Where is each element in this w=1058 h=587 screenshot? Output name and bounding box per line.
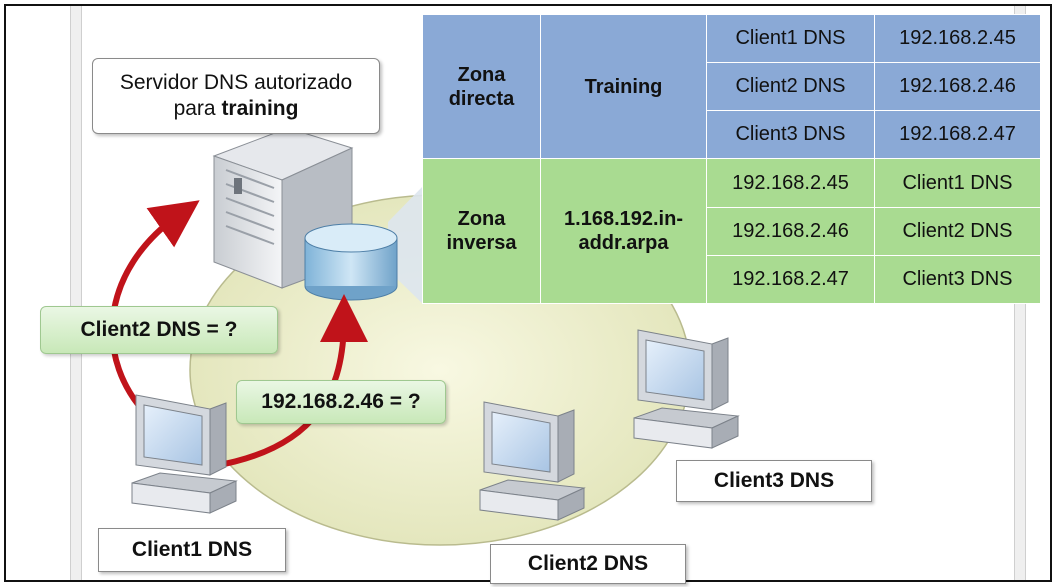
- client1-computer: [131, 394, 238, 514]
- record-value: Client2 DNS: [874, 206, 1041, 256]
- server-label-line1: Servidor DNS autorizado: [119, 71, 353, 94]
- server-label-domain: training: [221, 97, 299, 120]
- record-value: 192.168.2.45: [874, 13, 1041, 64]
- table-row: 192.168.2.46 Client2 DNS: [423, 206, 1041, 256]
- server-label: Servidor DNS autorizado para training: [92, 58, 380, 134]
- client2-label: Client2 DNS: [490, 544, 686, 584]
- reverse-query-bubble: 192.168.2.46 = ?: [236, 380, 446, 424]
- record-name: Client3 DNS: [706, 110, 875, 160]
- reverse-zone-name: 1.168.192.in-addr.arpa: [540, 158, 707, 304]
- table-row: Client3 DNS 192.168.2.47: [423, 110, 1041, 160]
- record-value: Client3 DNS: [874, 254, 1041, 305]
- client1-label: Client1 DNS: [98, 528, 286, 572]
- record-value: 192.168.2.46: [874, 62, 1041, 112]
- forward-zone-name: Training: [540, 13, 707, 160]
- forward-query-bubble: Client2 DNS = ?: [40, 306, 278, 354]
- server-tower: [212, 127, 354, 289]
- client2-computer: [479, 401, 586, 521]
- table-row: 192.168.2.47 Client3 DNS: [423, 254, 1041, 305]
- record-name: Client1 DNS: [706, 13, 875, 64]
- record-value: 192.168.2.47: [874, 110, 1041, 160]
- client3-label: Client3 DNS: [676, 460, 872, 502]
- server-label-prefix: para: [173, 97, 222, 120]
- record-name: 192.168.2.46: [706, 206, 875, 256]
- record-value: Client1 DNS: [874, 158, 1041, 208]
- table-row: Client2 DNS 192.168.2.46: [423, 62, 1041, 112]
- left-margin-stripe: [70, 6, 82, 580]
- record-name: 192.168.2.47: [706, 254, 875, 305]
- record-name: 192.168.2.45: [706, 158, 875, 208]
- record-name: Client2 DNS: [706, 62, 875, 112]
- client3-computer: [633, 329, 740, 449]
- database-icon: [304, 223, 398, 301]
